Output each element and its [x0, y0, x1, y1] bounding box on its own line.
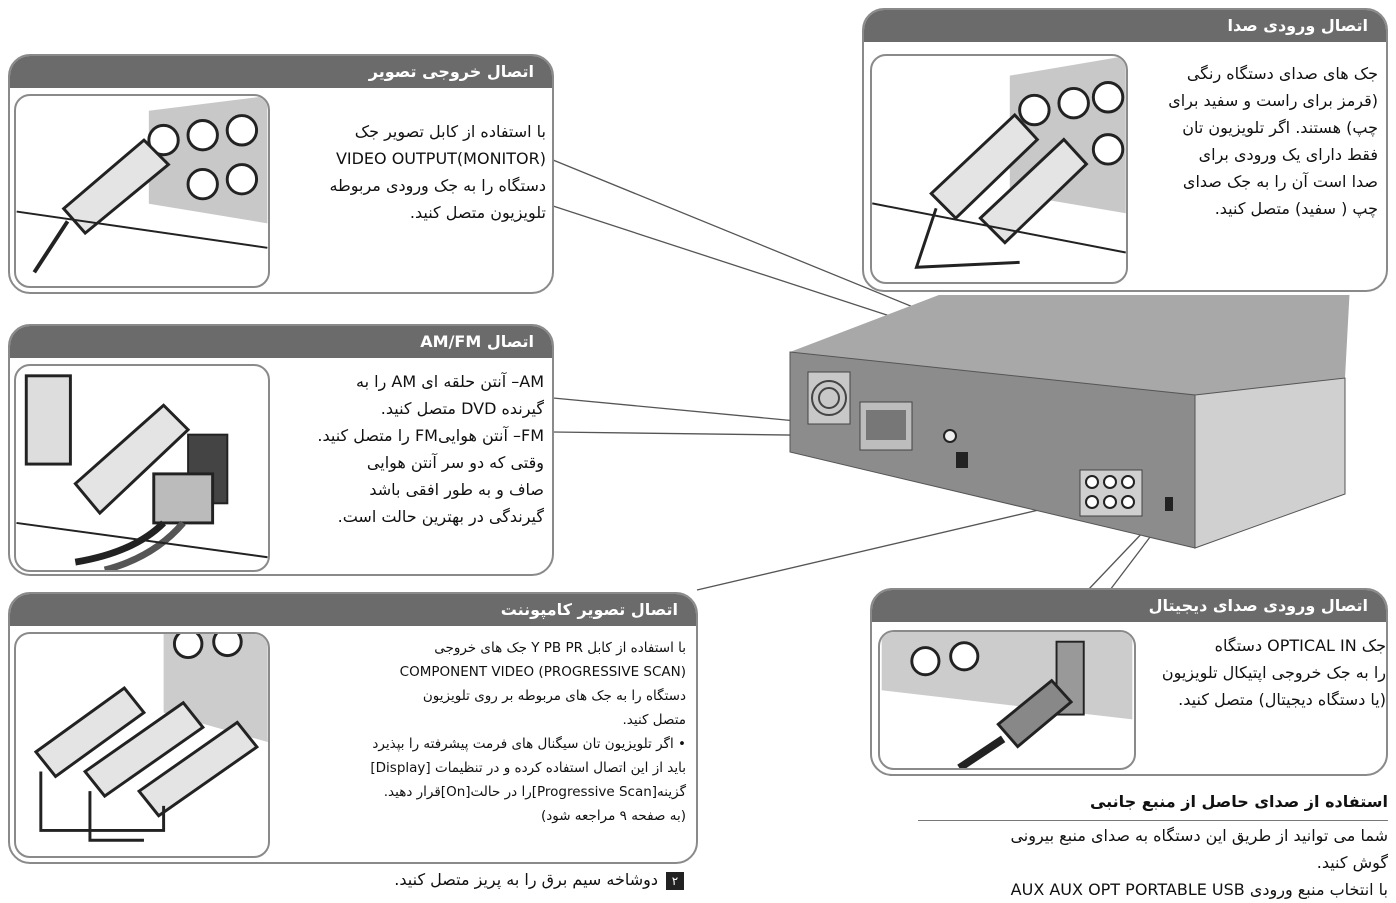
text-line: گیرنده DVD متصل کنید. — [380, 399, 544, 418]
text-line: جک OPTICAL IN دستگاه — [1214, 636, 1386, 655]
video-output-panel: اتصال خروجی تصویر با استفاده از کابل تصو… — [8, 54, 554, 294]
text-line: متصل کنید. — [622, 712, 686, 728]
section-divider — [918, 820, 1388, 821]
audio-input-text: جک های صدای دستگاه رنگی (قرمز برای راست … — [1168, 60, 1378, 222]
text-line: گزینه[Progressive Scan]را در حالت[On]قرا… — [383, 784, 686, 800]
panel-title: اتصال ورودی صدا — [864, 10, 1386, 42]
text-line: FM– آنتن هواییFM را متصل کنید. — [317, 426, 544, 445]
text-line: COMPONENT VIDEO (PROGRESSIVE SCAN) — [399, 664, 686, 680]
text-line: (MONITOR)VIDEO OUTPUT — [335, 149, 546, 168]
panel-title: اتصال تصویر کامپوننت — [10, 594, 696, 626]
text-line: صاف و به طور افقی باشد — [369, 480, 544, 499]
text-line: چپ ( سفید) متصل کنید. — [1214, 199, 1378, 218]
external-source-title: استفاده از صدای حاصل از منبع جانبی — [1089, 792, 1388, 811]
text-line: چپ) هستند. اگر تلویزیون تان — [1182, 118, 1378, 137]
step-text: دوشاخه سیم برق را به پریز متصل کنید. — [394, 870, 658, 889]
dvd-receiver-illustration — [789, 295, 1350, 549]
text-line: (یا دستگاه دیجیتال) متصل کنید. — [1178, 690, 1386, 709]
component-illustration — [14, 632, 270, 858]
text-line: فقط دارای یک ورودی برای — [1198, 145, 1378, 164]
digital-audio-panel: اتصال ورودی صدای دیجیتال جک OPTICAL IN د… — [870, 588, 1388, 776]
component-video-panel: اتصال تصویر کامپوننت با استفاده از کابل … — [8, 592, 698, 864]
audio-input-illustration — [870, 54, 1128, 284]
text-line: را به جک خروجی اپتیکال تلویزیون — [1161, 663, 1386, 682]
text-line: دستگاه را به جک ورودی مربوطه — [329, 176, 546, 195]
panel-title: اتصال ورودی صدای دیجیتال — [872, 590, 1386, 622]
antenna-jack-drawing — [16, 374, 268, 570]
audio-input-panel: اتصال ورودی صدا جک های صدای دستگاه رنگی … — [862, 8, 1388, 292]
text-line: (قرمز برای راست و سفید برای — [1168, 91, 1378, 110]
component-text: با استفاده از کابل Y PB PR جک های خروجی … — [370, 636, 686, 828]
amfm-illustration — [14, 364, 270, 572]
digital-audio-illustration — [878, 630, 1136, 770]
text-line: باید از این اتصال استفاده کرده و در تنظی… — [370, 760, 686, 776]
step-number-badge: ۲ — [666, 871, 684, 890]
text-line: دستگاه را به جک های مربوطه بر روی تلویزی… — [422, 688, 686, 704]
text-line: جک های صدای دستگاه رنگی — [1186, 64, 1378, 83]
external-source-text: شما می توانید از طریق این دستگاه به صدای… — [1010, 822, 1388, 903]
text-line: گیرندگی در بهترین حالت است. — [337, 507, 544, 526]
text-line: وقتی که دو سر آنتن هوایی — [366, 453, 544, 472]
text-line: با استفاده از کابل Y PB PR جک های خروجی — [434, 640, 686, 656]
text-line: AM– آنتن حلقه ای AM را به — [356, 372, 544, 391]
component-jack-drawing — [33, 634, 268, 842]
panel-title: اتصال خروجی تصویر — [10, 56, 552, 88]
text-line: صدا است آن را به جک صدای — [1182, 172, 1378, 191]
text-line: شما می توانید از طریق این دستگاه به صدای… — [1010, 826, 1388, 845]
text-line: (به صفحه ۹ مراجعه شود) — [540, 808, 686, 824]
text-line: • اگر تلویزیون تان سیگنال های فرمت پیشرف… — [372, 736, 686, 752]
panel-title: اتصال AM/FM — [10, 326, 552, 358]
amfm-panel: اتصال AM/FM AM– آنتن حلقه ای AM را به گی… — [8, 324, 554, 576]
optical-jack-drawing — [881, 632, 1133, 768]
video-output-illustration — [14, 94, 270, 288]
text-line: تلویزیون متصل کنید. — [409, 203, 546, 222]
text-line: گوش کنید. — [1316, 853, 1388, 872]
text-line: با استفاده از کابل تصویر جک — [354, 122, 546, 141]
video-output-text: با استفاده از کابل تصویر جک (MONITOR)VID… — [329, 118, 546, 226]
digital-audio-text: جک OPTICAL IN دستگاه را به جک خروجی اپتی… — [1162, 632, 1386, 713]
video-jack-drawing — [16, 96, 268, 274]
step-note: ۲ دوشاخه سیم برق را به پریز متصل کنید. — [394, 870, 684, 890]
text-line: با انتخاب منبع ورودی AUX AUX OPT PORTABL… — [1010, 880, 1388, 899]
audio-jack-drawing — [872, 56, 1126, 269]
amfm-text: AM– آنتن حلقه ای AM را به گیرنده DVD متص… — [317, 368, 544, 530]
